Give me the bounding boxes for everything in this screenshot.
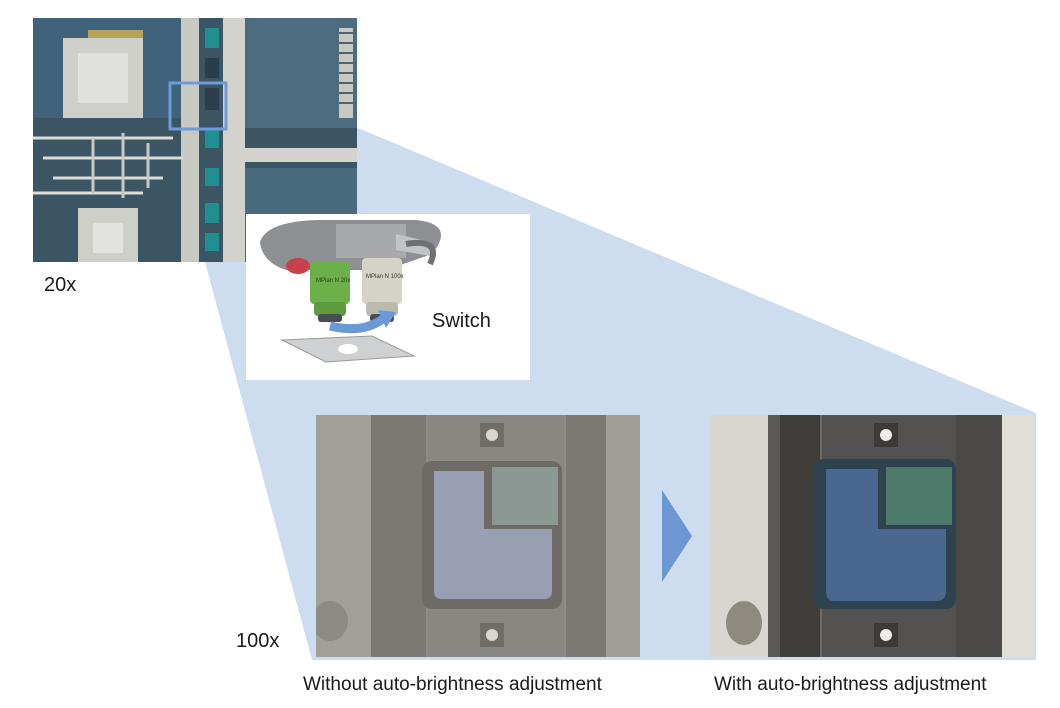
objective-100x-text: MPlan N 100x: [366, 274, 404, 280]
caption-without-auto-brightness: Without auto-brightness adjustment: [303, 674, 602, 695]
objective-turret-illustration: MPlan N 20x MPlan N 100x: [260, 220, 441, 363]
switch-arrow: [328, 314, 387, 334]
image-without-auto-brightness: [316, 415, 640, 657]
label-100x: 100x: [236, 630, 280, 652]
highlight-region-box: [168, 81, 228, 131]
objective-switch-panel: MPlan N 20x MPlan N 100x Switch: [246, 214, 530, 380]
caption-with-auto-brightness: With auto-brightness adjustment: [714, 674, 987, 695]
right-arrow-icon: [662, 490, 692, 582]
label-20x: 20x: [44, 274, 77, 296]
objective-20x-text: MPlan N 20x: [316, 278, 350, 284]
switch-label: Switch: [432, 310, 491, 332]
image-with-auto-brightness: [710, 415, 1034, 657]
